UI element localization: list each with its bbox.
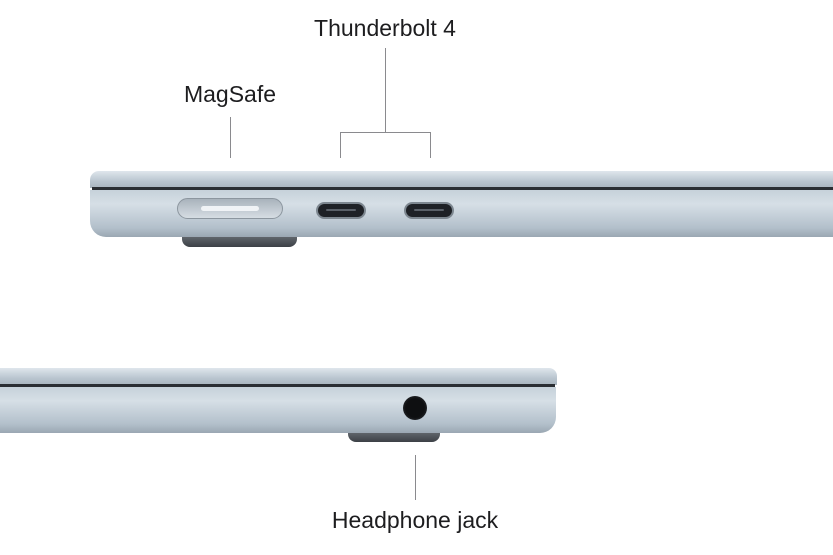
thunderbolt-bracket-right — [430, 132, 431, 158]
laptop-foot — [182, 234, 297, 247]
headphone-label: Headphone jack — [331, 507, 499, 533]
laptop-lid — [0, 368, 557, 385]
headphone-callout-line — [415, 455, 416, 500]
headphone-jack-port — [403, 396, 427, 420]
magsafe-port — [177, 198, 283, 219]
thunderbolt-bracket — [340, 132, 431, 133]
magsafe-callout-line — [230, 117, 231, 158]
thunderbolt-label: Thunderbolt 4 — [314, 15, 456, 41]
laptop-base — [0, 387, 556, 433]
lid-seam — [0, 384, 555, 387]
thunderbolt-port-2 — [404, 202, 454, 219]
lid-seam — [92, 187, 833, 190]
thunderbolt-bracket-left — [340, 132, 341, 158]
laptop-foot — [348, 430, 440, 442]
thunderbolt-port-1 — [316, 202, 366, 219]
magsafe-label: MagSafe — [183, 81, 277, 107]
thunderbolt-callout-line — [385, 48, 386, 132]
laptop-lid — [90, 171, 833, 188]
